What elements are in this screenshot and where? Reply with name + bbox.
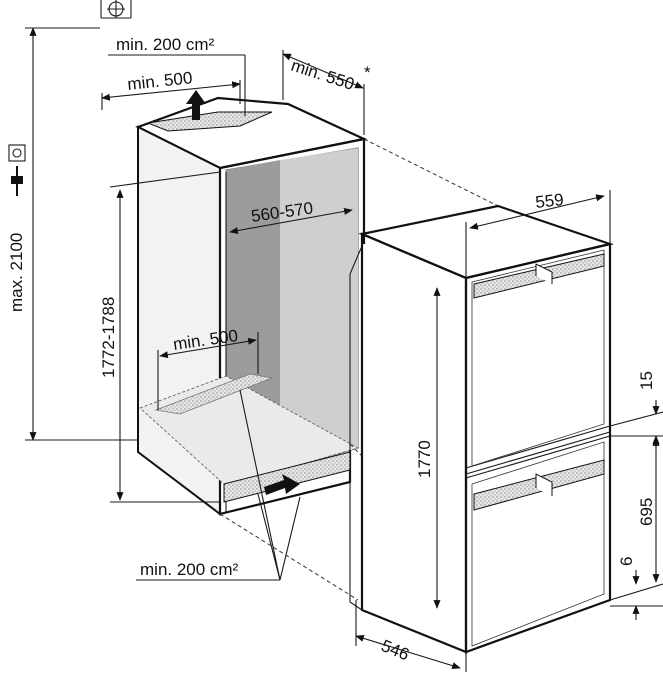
fridge-appliance xyxy=(349,204,614,654)
plug-icon xyxy=(11,166,23,196)
appliance-width-label: 559 xyxy=(534,190,564,212)
appliance-height-label: 1770 xyxy=(415,440,434,478)
asterisk-label: * xyxy=(364,63,371,82)
door-gap-dimensions: 15 695 6 xyxy=(609,371,663,620)
appliance-depth-dimension: 546 xyxy=(355,600,467,672)
niche-height-dimension: 1772-1788 xyxy=(99,171,221,503)
bottom-vent-area-label: min. 200 cm² xyxy=(140,560,239,579)
appliance-width-dimension: 559 xyxy=(465,190,611,280)
bottom-vent-area: min. 200 cm² xyxy=(136,389,301,581)
top-vent-area-label: min. 200 cm² xyxy=(116,35,215,54)
gap-6-label: 6 xyxy=(617,557,636,566)
fixing-point-icon xyxy=(100,0,132,19)
projection-lines xyxy=(219,138,499,601)
max-height-dimension: max. 2100 xyxy=(7,27,140,441)
niche-depth-label: min. 550 xyxy=(289,56,357,94)
niche-height-label: 1772-1788 xyxy=(99,297,118,378)
top-vent-dimensions: min. 200 cm² min. 500 xyxy=(101,35,246,116)
appliance-depth-label: 546 xyxy=(379,636,412,664)
gap-15-label: 15 xyxy=(637,371,656,390)
gap-695-label: 695 xyxy=(637,498,656,526)
ventilation-arrow-in-icon xyxy=(264,474,300,495)
appliance-height-dimension: 1770 xyxy=(415,287,441,609)
max-height-label: max. 2100 xyxy=(7,233,26,312)
niche-cabinet xyxy=(135,96,368,517)
socket-icon xyxy=(8,144,26,162)
